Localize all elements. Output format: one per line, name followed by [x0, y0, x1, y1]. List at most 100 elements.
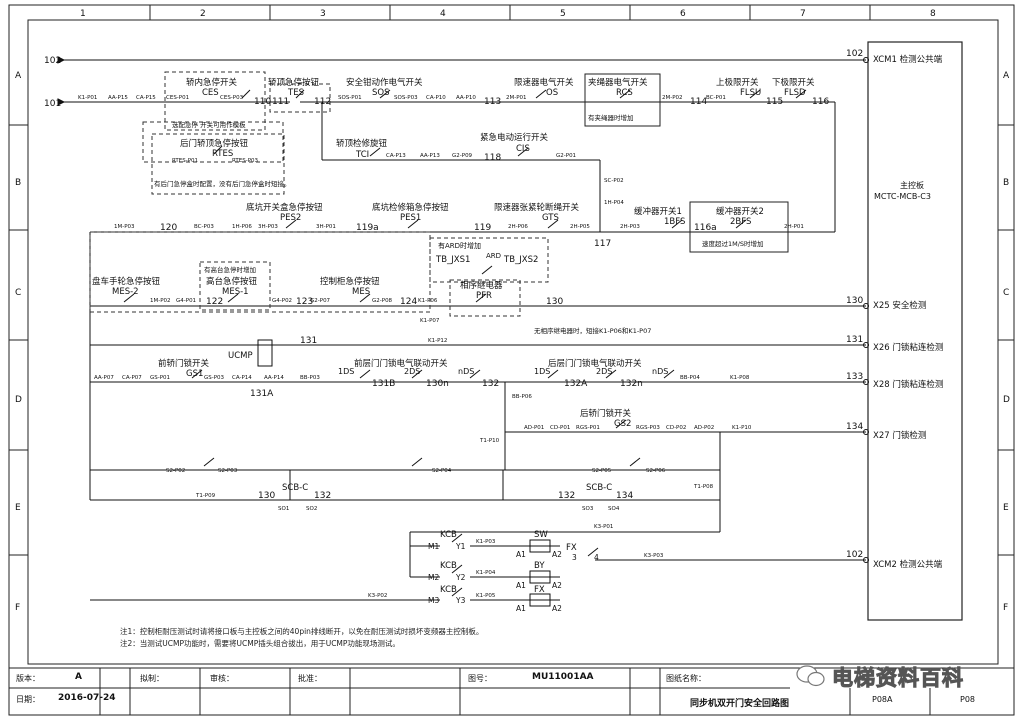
- tag-gsp03: GS-P03: [204, 375, 225, 381]
- flsd-switch-symbol: [795, 89, 807, 99]
- tag-cdp02: CD-P02: [666, 425, 686, 431]
- tag-k1p04: K1-P04: [476, 570, 496, 576]
- kcb-label-2: KCB: [440, 561, 457, 571]
- tag-cap07: CA-P07: [122, 375, 142, 381]
- node-130-e: 130: [258, 491, 275, 501]
- drawing-no-value: MU11001AA: [532, 672, 594, 682]
- tag-bbp04: BB-P04: [680, 375, 700, 381]
- tag-g4p01: G4-P01: [176, 298, 196, 304]
- tag-s2p06: S2-P06: [646, 468, 666, 474]
- tag-k1p03: K1-P03: [476, 539, 496, 545]
- tag-2hp01: 2H-P01: [784, 224, 804, 230]
- node-131-right: 131: [846, 335, 863, 345]
- node-114: 114: [690, 97, 707, 107]
- rear-door-title: 后层门门锁电气联动开关: [548, 358, 642, 369]
- tag-so1: SO1: [278, 506, 289, 512]
- terminal-x26: X26 门锁粘连检测: [873, 342, 943, 353]
- tag-adp01: AD-P01: [524, 425, 544, 431]
- pfr-note: 无相序继电器时，短接K1-P06和K1-P07: [534, 326, 651, 335]
- node-130n: 130n: [426, 379, 449, 389]
- tag-so3: SO3: [582, 506, 594, 512]
- tag-k1p07: K1-P07: [420, 318, 440, 324]
- sos-title: 安全钳动作电气开关: [346, 77, 423, 88]
- pes1-title: 底坑检修箱急停按钮: [372, 202, 449, 213]
- tag-rgsp03: RGS-P03: [636, 425, 660, 431]
- node-118: 118: [484, 153, 501, 163]
- controller-title: 主控板: [900, 180, 924, 190]
- by-a2: A2: [552, 581, 562, 590]
- mes-title: 控制柜急停按钮: [320, 276, 380, 287]
- tag-2hp03: 2H-P03: [620, 224, 640, 230]
- jxs2-label: TB_JXS2: [503, 255, 538, 265]
- gs2-title: 后轿门锁开关: [580, 408, 632, 419]
- node-115: 115: [766, 97, 783, 107]
- door-contact-1ds: 1DS: [338, 367, 354, 376]
- rear-door-contacts-symbol: [547, 369, 675, 379]
- mes2-title: 盘车手轮急停按钮: [92, 276, 161, 287]
- node-132A: 132A: [564, 379, 588, 389]
- solid-enclosures: [584, 73, 789, 253]
- tag-k1p06: K1-P06: [418, 298, 438, 304]
- tag-t1p10: T1-P10: [479, 438, 500, 444]
- tag-1hp06: 1H-P06: [232, 224, 252, 230]
- grid-col-1: 1: [80, 9, 86, 19]
- node-113: 113: [484, 97, 501, 107]
- pes2-title: 底坑开关盒急停按钮: [246, 202, 323, 213]
- bypass-switch-symbols: [203, 457, 641, 467]
- node-132n: 132n: [620, 379, 643, 389]
- grid-row-markers: A B C D E F A B C D E F: [9, 71, 1014, 613]
- tag-g2p01: G2-P01: [556, 153, 576, 159]
- mes1-switch-symbol: [227, 293, 239, 303]
- bfs2-code: 2BFS: [730, 217, 751, 227]
- contactor-m1: M1: [428, 542, 439, 551]
- node-120: 120: [160, 223, 177, 233]
- rtes-title: 后门轿顶急停按钮: [180, 138, 249, 149]
- tag-1hp04: 1H-P04: [604, 200, 624, 206]
- terminal-x27: X27 门锁检测: [873, 430, 926, 441]
- grid-column-markers: 1 2 3 4 5 6 7 8: [80, 5, 936, 20]
- tag-aap07: AA-P07: [94, 375, 114, 381]
- grid-row-a-right: A: [1003, 71, 1010, 81]
- tag-k3p01: K3-P01: [594, 524, 613, 530]
- grid-row-f-right: F: [1003, 603, 1008, 613]
- tag-k1p05: K1-P05: [476, 593, 496, 599]
- flsd-code: FLSD: [784, 88, 806, 98]
- grid-row-f: F: [15, 603, 20, 613]
- node-123: 123: [296, 297, 313, 307]
- tag-k3p03: K3-P03: [644, 553, 664, 559]
- approve-label: 批准：: [298, 674, 322, 683]
- mes1-title: 高台急停按钮: [206, 276, 258, 287]
- grid-col-2: 2: [200, 9, 206, 19]
- gts-code: GTS: [542, 213, 559, 223]
- tci-code: TCI: [355, 150, 369, 160]
- ard-note: 有ARD时增加: [438, 241, 481, 250]
- tag-g2p08: G2-P08: [372, 298, 393, 304]
- fx-pin-3: 3: [572, 553, 577, 562]
- fx-coil: [529, 593, 551, 607]
- node-119: 119: [474, 223, 491, 233]
- drawing-name-label: 图纸名称：: [666, 674, 706, 683]
- grid-row-e: E: [15, 503, 21, 513]
- watermark-text: 电梯资料百科: [832, 666, 964, 691]
- node-130-mid: 130: [546, 297, 563, 307]
- dashed-enclosures: [89, 71, 789, 317]
- wires: [62, 59, 866, 601]
- tag-sosp01: SOS-P01: [338, 95, 362, 101]
- contactor-y1: Y1: [455, 542, 466, 551]
- date-value: 2016-07-24: [58, 693, 116, 703]
- mes1-code: MES-1: [222, 287, 249, 297]
- pfr-switch-symbol: [475, 293, 487, 303]
- kcb-label-3: KCB: [440, 585, 457, 595]
- bfs1-title: 缓冲器开关1: [634, 206, 682, 217]
- tag-k1p10: K1-P10: [732, 425, 752, 431]
- node-134: 134: [846, 422, 863, 432]
- tag-2mp02: 2M-P02: [662, 95, 683, 101]
- front-door-contacts-symbol: [359, 369, 481, 379]
- grid-row-b: B: [15, 178, 21, 188]
- inner-frame: [27, 19, 999, 665]
- grid-row-e-right: E: [1003, 503, 1009, 513]
- mes2-switch-symbol: [123, 293, 135, 303]
- tes-code: TES: [287, 88, 304, 98]
- pes2-code: PES2: [280, 213, 301, 223]
- outer-frame: [8, 4, 1015, 716]
